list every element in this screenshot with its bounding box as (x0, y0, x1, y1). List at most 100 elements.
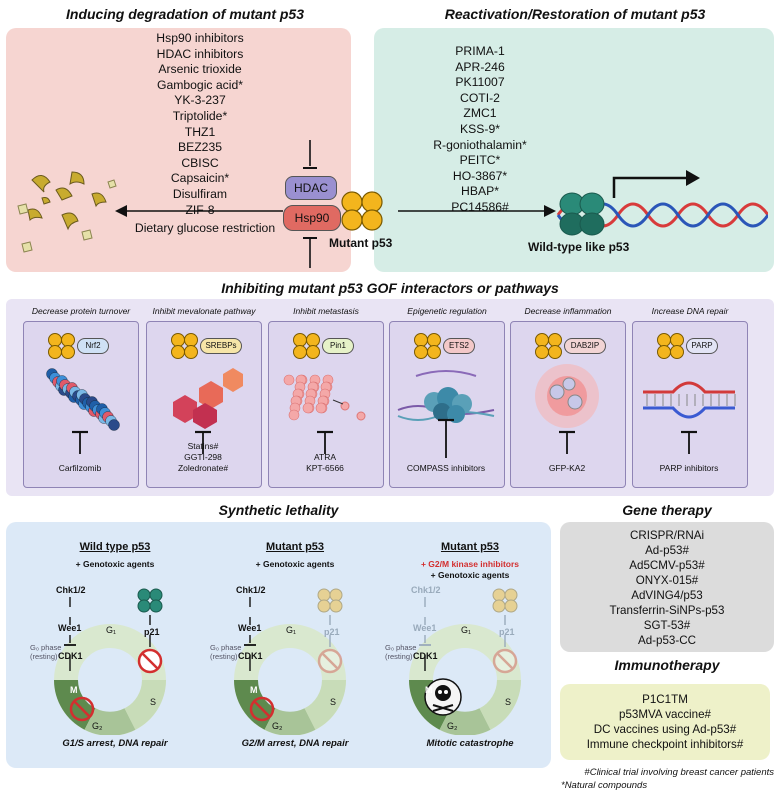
reactivation-title: Reactivation/Restoration of mutant p53 (444, 6, 706, 22)
reactivation-agent: ZMC1 (463, 106, 497, 121)
gof-drug: KPT-6566 (306, 463, 344, 473)
inhibition-icon (681, 430, 697, 454)
dna-repair-icon (643, 381, 736, 419)
g1-label: G₁ (106, 625, 117, 635)
degradation-agent: Hsp90 inhibitors (156, 31, 244, 45)
cell-cycle-diagram (234, 588, 346, 735)
reactivation-agent: PEITC* (459, 153, 501, 168)
hdac-badge: HDAC (285, 176, 337, 200)
footnote-clinical: #Clinical trial involving breast cancer … (584, 767, 774, 778)
gof-drug: PARP inhibitors (659, 463, 719, 473)
inhibition-icon (72, 430, 88, 454)
g0-label: G₀ phase (30, 643, 62, 652)
mutant-p53-icon (293, 333, 320, 359)
wee1-label: Wee1 (413, 623, 437, 633)
wildtype-p53-label: Wild-type like p53 (528, 240, 630, 254)
gof-drug: COMPASS inhibitors (406, 463, 486, 473)
gof-target-badge: DAB2IP (564, 338, 606, 354)
sl-panel-header: Wild type p53 (79, 541, 151, 553)
reactivation-agent: APR-246 (455, 59, 505, 74)
g2-label: G₂ (447, 721, 458, 731)
g1-label: G₁ (286, 625, 297, 635)
degradation-agent: Disulfiram (172, 186, 228, 201)
gof-drug: GFP-KA2 (548, 463, 586, 473)
degradation-agent: Arsenic trioxide (158, 62, 242, 77)
immunotherapy-item: P1C1TM (642, 693, 688, 706)
inhibition-icon (317, 430, 333, 454)
hsp90-badge: Hsp90 (283, 205, 341, 231)
immunotherapy-title: Immunotherapy (614, 657, 720, 673)
cdk1-label: CDK1 (238, 651, 263, 661)
gof-card-title: Increase DNA repair (651, 306, 729, 316)
gene-therapy-item: Transferrin-SiNPs-p53 (609, 604, 725, 617)
gene-therapy-item: SGT-53# (643, 619, 691, 632)
s-label: S (505, 697, 512, 707)
gof-target-badge: SREBPs (200, 338, 242, 354)
gene-therapy-panel (560, 522, 774, 652)
sl-caption: G1/S arrest, DNA repair (62, 738, 168, 749)
gof-drug-list: PARP inhibitors (632, 463, 746, 474)
gof-target-badge: PARP (686, 338, 718, 354)
gene-therapy-title: Gene therapy (622, 502, 712, 518)
gof-card-title: Inhibit mevalonate pathway (152, 306, 256, 316)
mutant-p53-icon (535, 333, 562, 359)
degradation-panel (6, 28, 351, 272)
m-label: M (425, 685, 433, 695)
degradation-agent: Capsaicin* (170, 171, 230, 186)
degradation-agent: ZIF-8 (185, 202, 215, 217)
mutant-p53-icon (657, 333, 684, 359)
gof-drug: Zoledronate# (177, 463, 229, 473)
gene-therapy-item: Ad-p53-CC (638, 634, 696, 647)
gof-drug: GGTI-298 (184, 452, 222, 462)
g0-label: G₀ phase (385, 643, 417, 652)
sl-caption: Mitotic catastrophe (426, 738, 514, 749)
s-label: S (330, 697, 337, 707)
cdk1-label: CDK1 (413, 651, 438, 661)
immunotherapy-item: p53MVA vaccine# (619, 708, 711, 721)
hdac-inhibition-mark (303, 140, 317, 169)
cdk1-label: CDK1 (58, 651, 83, 661)
s-label: S (150, 697, 157, 707)
reactivation-agent: HO-3867* (452, 168, 508, 183)
g0-label: G₀ phase (210, 643, 242, 652)
chk-label: Chk1/2 (56, 585, 86, 595)
gof-card-title: Decrease inflammation (524, 306, 612, 316)
gof-target-badge: Nrf2 (77, 338, 109, 354)
m-label: M (70, 685, 78, 695)
g1-label: G₁ (461, 625, 472, 635)
reactivation-agent: HBAP* (461, 184, 499, 199)
mutant-p53-label: Mutant p53 (329, 236, 393, 250)
p21-label: p21 (324, 627, 340, 637)
immunotherapy-panel (560, 684, 770, 760)
degradation-agent: CBISC (181, 155, 219, 170)
degradation-agent: THZ1 (184, 124, 216, 139)
degradation-agent: Gambogic acid* (156, 77, 244, 92)
wee1-label: Wee1 (58, 623, 82, 633)
mevalonate-icon (173, 368, 243, 429)
immunotherapy-item: Immune checkpoint inhibitors# (586, 738, 744, 751)
degradation-agent: YK-3-237 (174, 93, 226, 108)
gof-title: Inhibiting mutant p53 GOF interactors or… (221, 280, 559, 296)
reactivation-agent: KSS-9* (460, 121, 500, 136)
cell-cycle-diagram (409, 588, 521, 735)
gene-therapy-item: AdVING4/p53 (631, 589, 703, 602)
g2-label: G₂ (272, 721, 283, 731)
chromatin-icon (397, 370, 495, 423)
gof-drug-list: GFP-KA2 (510, 463, 624, 474)
resting-label: (resting) (30, 652, 58, 661)
gof-card-title: Inhibit metastasis (293, 306, 359, 316)
proteasome-icon (46, 368, 120, 431)
gof-card-title: Epigenetic regulation (407, 306, 487, 316)
gene-therapy-item: ONYX-015# (635, 574, 699, 587)
reactivation-agent: R-goniothalamin* (433, 137, 527, 152)
resting-label: (resting) (210, 652, 238, 661)
inhibition-icon (438, 418, 454, 458)
chk-label: Chk1/2 (236, 585, 266, 595)
mutant-p53-icon (48, 333, 75, 359)
sl-panel-header: Mutant p53 (440, 541, 500, 553)
m-label: M (250, 685, 258, 695)
